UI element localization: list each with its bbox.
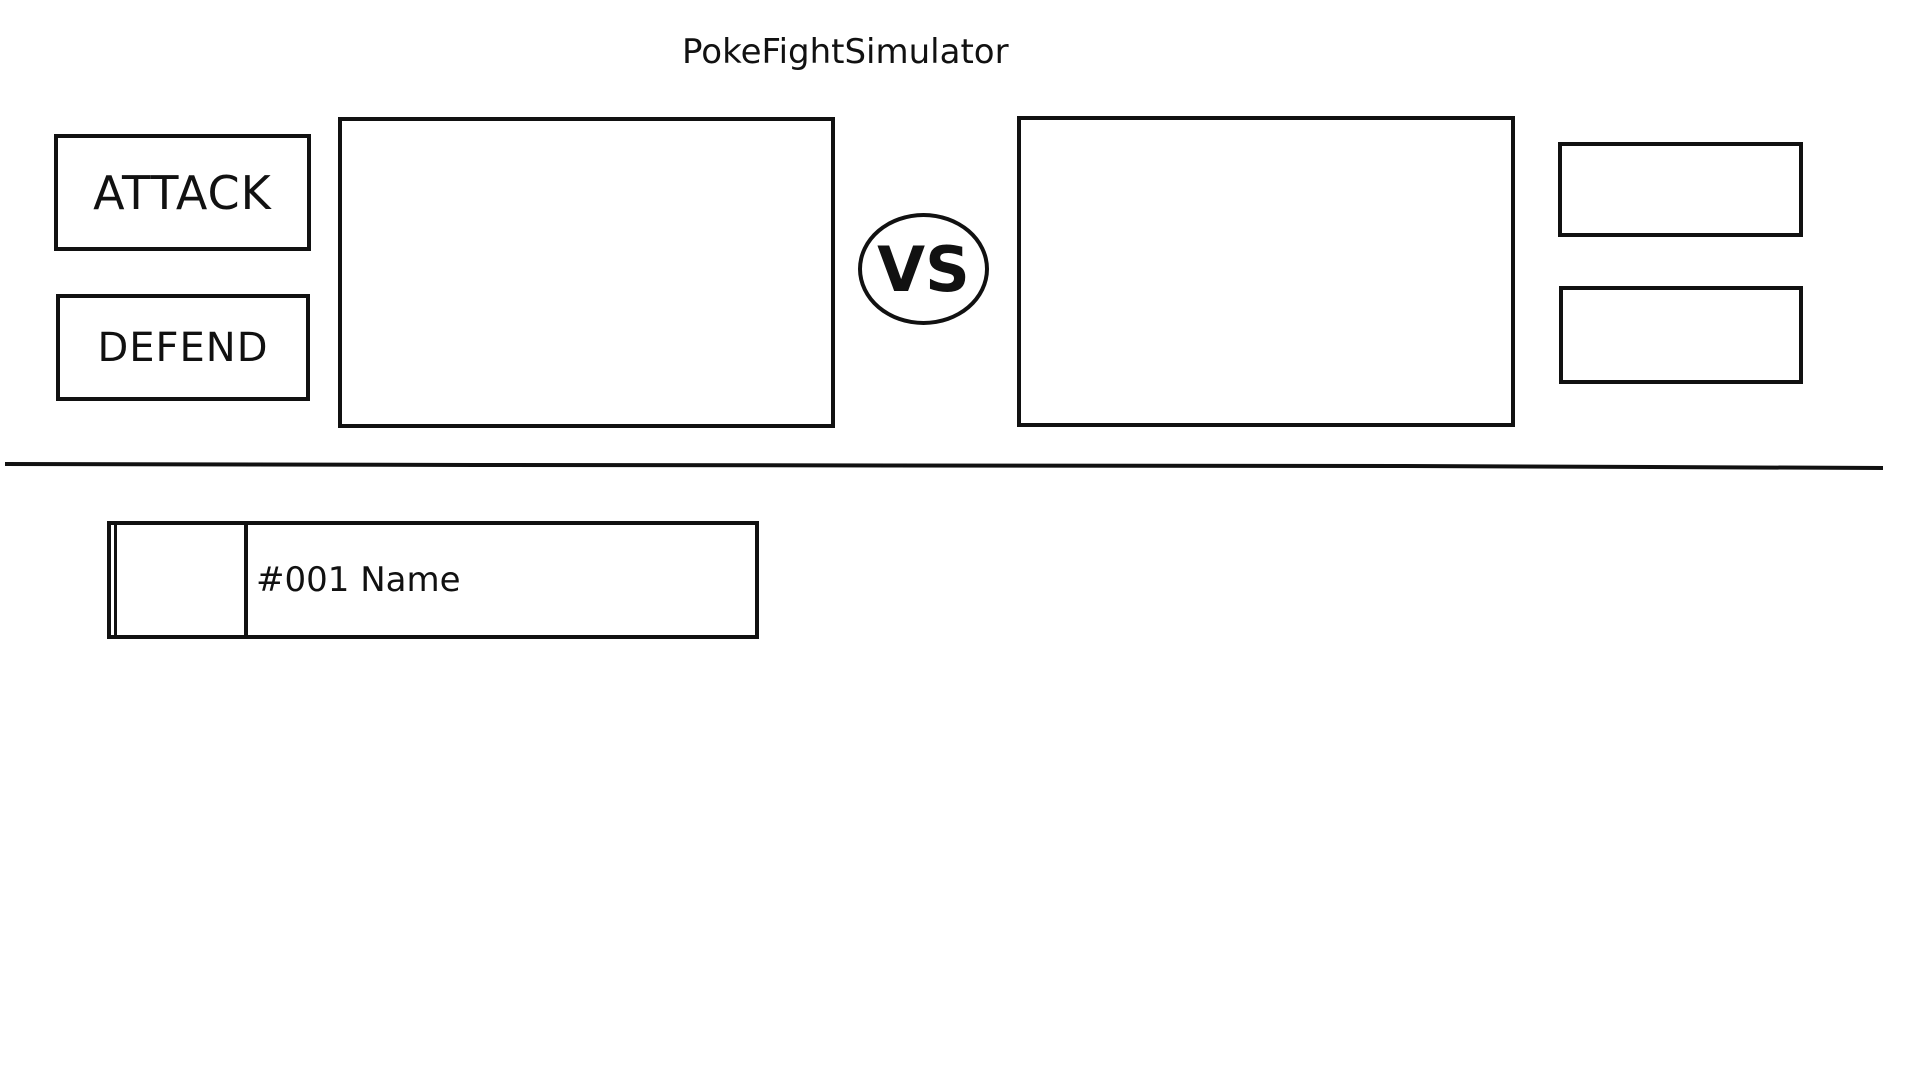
- vs-label: VS: [877, 232, 970, 306]
- attack-button[interactable]: ATTACK: [54, 134, 311, 251]
- section-divider: [5, 462, 1884, 470]
- pokemon-list-item[interactable]: #001 Name: [107, 521, 759, 639]
- player-pokemon-panel: [338, 117, 835, 428]
- defend-button-label: DEFEND: [97, 324, 269, 371]
- opponent-pokemon-panel: [1017, 116, 1515, 427]
- pokemon-thumbnail: [114, 525, 248, 635]
- attack-button-label: ATTACK: [93, 165, 272, 220]
- defend-button[interactable]: DEFEND: [56, 294, 310, 401]
- pokemon-list-item-label: #001 Name: [256, 560, 461, 600]
- app-title: PokeFightSimulator: [682, 32, 1009, 72]
- opponent-action-button-2[interactable]: [1559, 286, 1803, 384]
- vs-badge: VS: [858, 213, 989, 325]
- opponent-action-button-1[interactable]: [1558, 142, 1803, 237]
